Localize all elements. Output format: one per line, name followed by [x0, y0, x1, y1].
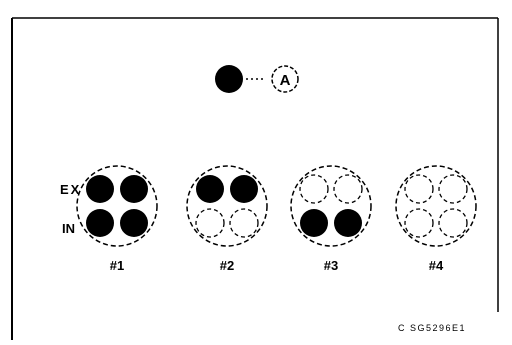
- legend-filled-valve: [215, 65, 243, 93]
- cylinder-outline: [290, 165, 372, 247]
- cylinder-groups: #1 #2 #3 #4: [76, 165, 477, 273]
- row-label-intake: IN: [62, 221, 75, 236]
- cylinder-outline: [395, 165, 477, 247]
- legend-circle: [271, 65, 299, 93]
- valve-intake-right-empty: [229, 208, 259, 238]
- cylinder-label: #1: [110, 258, 124, 273]
- valve-intake-left-empty: [404, 208, 434, 238]
- cylinder-label: #2: [220, 258, 234, 273]
- valve-intake-right-filled: [120, 209, 148, 237]
- cylinder-outline: [76, 165, 158, 247]
- valve-intake-right-filled: [334, 209, 362, 237]
- valve-intake-left-filled: [300, 209, 328, 237]
- cylinder-label: #3: [324, 258, 338, 273]
- cylinder-outline: [186, 165, 268, 247]
- valve-exhaust-right-filled: [120, 175, 148, 203]
- valve-intake-left-filled: [86, 209, 114, 237]
- valve-exhaust-left-empty: [404, 174, 434, 204]
- valve-exhaust-right-empty: [333, 174, 363, 204]
- valve-exhaust-left-filled: [196, 175, 224, 203]
- valve-exhaust-right-filled: [230, 175, 258, 203]
- legend-marker-label: A: [280, 72, 291, 89]
- valve-intake-right-empty: [438, 208, 468, 238]
- cylinder-label: #4: [429, 258, 444, 273]
- valve-intake-left-empty: [195, 208, 225, 238]
- valve-exhaust-left-empty: [299, 174, 329, 204]
- figure-code: C SG5296E1: [398, 323, 466, 333]
- row-label-exhaust: EX: [60, 182, 81, 197]
- valve-exhaust-right-empty: [438, 174, 468, 204]
- valve-exhaust-left-filled: [86, 175, 114, 203]
